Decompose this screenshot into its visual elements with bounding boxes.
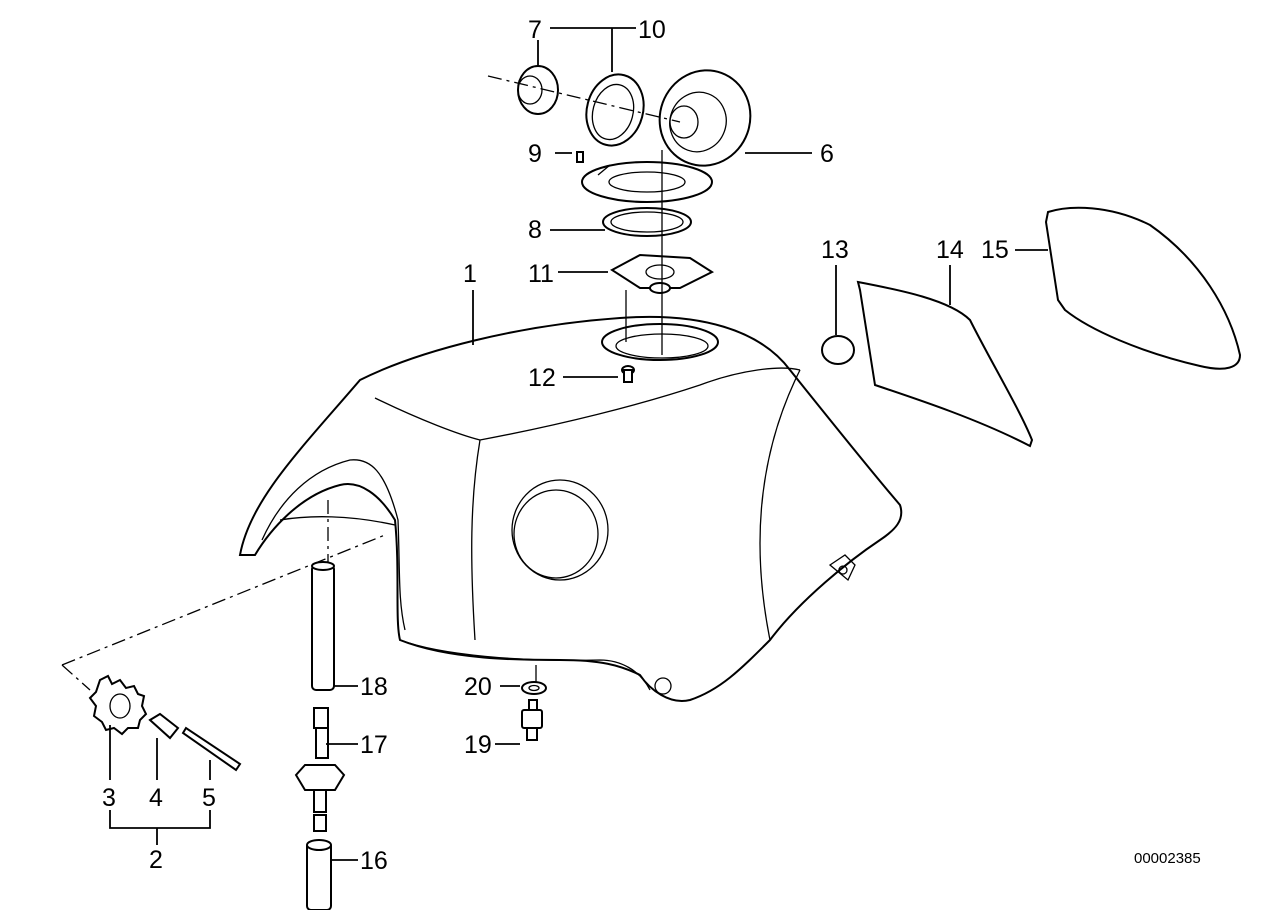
label-6: 6 <box>820 140 834 168</box>
knee-pad-14 <box>856 280 1034 448</box>
label-5: 5 <box>202 784 216 812</box>
label-8: 8 <box>528 216 542 244</box>
label-1: 1 <box>463 260 477 288</box>
label-2: 2 <box>149 846 163 874</box>
rubber-damper-13 <box>821 335 855 365</box>
label-15: 15 <box>981 236 1009 264</box>
label-20: 20 <box>464 673 492 701</box>
reference-number: 00002385 <box>1134 850 1201 867</box>
screw-12 <box>621 365 635 383</box>
pump-parts <box>61 534 386 772</box>
label-19: 19 <box>464 731 492 759</box>
label-10: 10 <box>638 16 666 44</box>
label-4: 4 <box>149 784 163 812</box>
callout-labels: 1 7 10 6 9 8 11 12 13 14 15 3 4 5 2 18 1… <box>102 16 1201 875</box>
drain-valve <box>521 665 547 741</box>
fuel-tank <box>238 315 903 702</box>
label-9: 9 <box>528 140 542 168</box>
label-14: 14 <box>936 236 964 264</box>
filler-cap-assembly <box>487 65 752 355</box>
label-13: 13 <box>821 236 849 264</box>
pipes <box>294 500 346 910</box>
label-16: 16 <box>360 847 388 875</box>
label-3: 3 <box>102 784 116 812</box>
tank-cover-15 <box>1044 206 1242 370</box>
label-7: 7 <box>528 16 542 44</box>
label-18: 18 <box>360 673 388 701</box>
leader-lines <box>109 27 1048 861</box>
label-11: 11 <box>528 260 554 288</box>
label-12: 12 <box>528 364 556 392</box>
label-17: 17 <box>360 731 388 759</box>
